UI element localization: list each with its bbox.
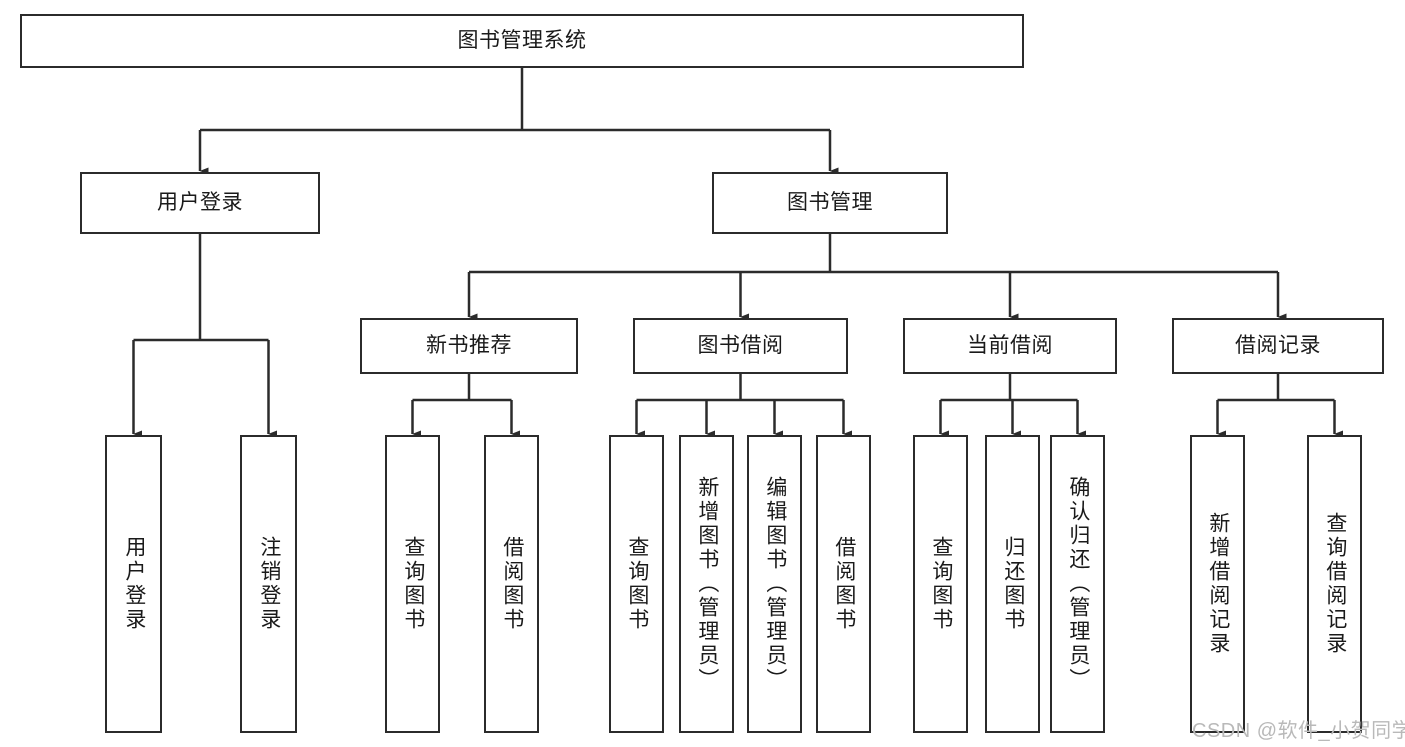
node-leaf-return-book[interactable]: 归还图书 [985,435,1040,733]
node-label-leaf-confirm-ret: 确认归还（管理员） [1066,476,1090,692]
node-leaf-add-book[interactable]: 新增图书（管理员） [679,435,734,733]
node-label-leaf-query-record: 查询借阅记录 [1323,512,1347,656]
node-label-leaf-query-book-3: 查询图书 [929,536,953,632]
node-label-leaf-query-book-1: 查询图书 [401,536,425,632]
watermark-text: CSDN @软件_小贺同学 [1192,720,1405,742]
node-borrow-record[interactable]: 借阅记录 [1172,318,1384,374]
node-leaf-query-book-3[interactable]: 查询图书 [913,435,968,733]
node-label-book-manage: 图书管理 [787,190,873,214]
node-book-manage[interactable]: 图书管理 [712,172,948,234]
node-label-borrow-record: 借阅记录 [1235,333,1321,357]
node-leaf-user-login[interactable]: 用户登录 [105,435,162,733]
node-root[interactable]: 图书管理系统 [20,14,1024,68]
node-current-borrow[interactable]: 当前借阅 [903,318,1117,374]
node-label-leaf-add-record: 新增借阅记录 [1206,512,1230,656]
node-label-current-borrow: 当前借阅 [967,333,1053,357]
node-leaf-confirm-ret[interactable]: 确认归还（管理员） [1050,435,1105,733]
node-user-login[interactable]: 用户登录 [80,172,320,234]
node-label-leaf-return-book: 归还图书 [1001,536,1025,632]
node-label-book-borrow: 图书借阅 [697,333,784,357]
node-leaf-query-record[interactable]: 查询借阅记录 [1307,435,1362,733]
node-label-leaf-borrow-book-2: 借阅图书 [832,536,856,632]
node-leaf-edit-book[interactable]: 编辑图书（管理员） [747,435,802,733]
node-label-leaf-user-logout: 注销登录 [257,536,281,632]
node-label-leaf-user-login: 用户登录 [122,536,146,632]
node-leaf-borrow-book-2[interactable]: 借阅图书 [816,435,871,733]
node-label-root: 图书管理系统 [457,28,587,52]
node-label-user-login: 用户登录 [157,190,243,214]
node-leaf-borrow-book-1[interactable]: 借阅图书 [484,435,539,733]
node-label-leaf-edit-book: 编辑图书（管理员） [763,476,787,692]
node-leaf-query-book-2[interactable]: 查询图书 [609,435,664,733]
node-new-book-rec[interactable]: 新书推荐 [360,318,578,374]
node-leaf-user-logout[interactable]: 注销登录 [240,435,297,733]
node-leaf-query-book-1[interactable]: 查询图书 [385,435,440,733]
node-label-leaf-add-book: 新增图书（管理员） [695,476,719,692]
node-label-leaf-borrow-book-1: 借阅图书 [500,536,524,632]
node-leaf-add-record[interactable]: 新增借阅记录 [1190,435,1245,733]
node-book-borrow[interactable]: 图书借阅 [633,318,848,374]
node-label-leaf-query-book-2: 查询图书 [625,536,649,632]
node-label-new-book-rec: 新书推荐 [426,333,512,357]
